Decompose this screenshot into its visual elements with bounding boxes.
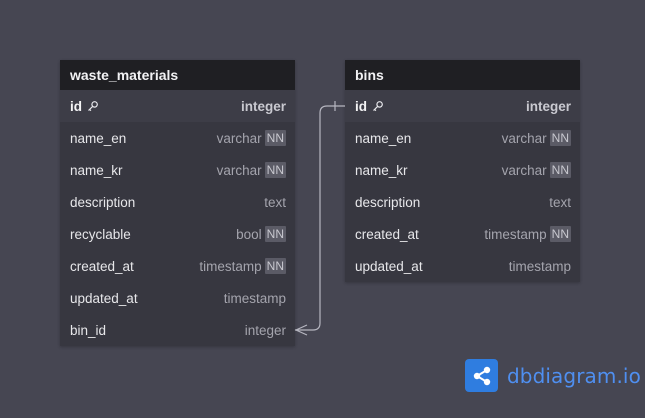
field-row-id[interactable]: id integer [60,90,295,122]
field-name: bin_id [70,322,107,338]
primary-key-icon [372,100,384,112]
not-null-badge: NN [549,226,571,242]
brand-logo[interactable]: dbdiagram.io [465,359,641,392]
field-name: created_at [70,258,134,274]
table-bins[interactable]: bins id integer name_en varchar NN name_… [345,60,580,282]
field-type: timestamp [199,258,262,274]
field-name: updated_at [70,290,138,306]
field-type: text [549,194,571,210]
field-name: description [70,194,136,210]
field-type: varchar [216,162,262,178]
field-type: varchar [501,162,547,178]
not-null-badge: NN [264,226,286,242]
not-null-badge: NN [264,162,286,178]
field-type: text [264,194,286,210]
field-row-name-en[interactable]: name_en varchar NN [60,122,295,154]
field-row-updated-at[interactable]: updated_at timestamp [60,282,295,314]
share-nodes-icon [465,359,498,392]
field-type: timestamp [508,258,571,274]
primary-key-icon [87,100,99,112]
field-row-created-at[interactable]: created_at timestamp NN [345,218,580,250]
field-row-description[interactable]: description text [60,186,295,218]
field-name: id [70,98,82,114]
field-type: bool [236,226,262,242]
field-name: created_at [355,226,419,242]
field-name: name_kr [355,162,408,178]
field-row-description[interactable]: description text [345,186,580,218]
table-waste-materials[interactable]: waste_materials id integer name_en varch… [60,60,295,346]
field-row-bin-id[interactable]: bin_id integer [60,314,295,346]
field-name: name_kr [70,162,123,178]
field-type: timestamp [484,226,547,242]
field-row-recyclable[interactable]: recyclable bool NN [60,218,295,250]
field-name: name_en [355,130,412,146]
not-null-badge: NN [264,130,286,146]
field-type: varchar [216,130,262,146]
not-null-badge: NN [264,258,286,274]
field-row-updated-at[interactable]: updated_at timestamp [345,250,580,282]
brand-name: dbdiagram.io [507,363,641,388]
field-type: timestamp [223,290,286,306]
many-marker [294,324,308,336]
field-row-name-kr[interactable]: name_kr varchar NN [60,154,295,186]
field-type: integer [240,98,286,114]
field-type: varchar [501,130,547,146]
field-type: integer [244,322,286,338]
field-row-name-kr[interactable]: name_kr varchar NN [345,154,580,186]
field-name: id [355,98,367,114]
not-null-badge: NN [549,130,571,146]
field-name: name_en [70,130,127,146]
field-name: recyclable [70,226,131,242]
field-row-name-en[interactable]: name_en varchar NN [345,122,580,154]
field-row-id[interactable]: id integer [345,90,580,122]
field-name: description [355,194,421,210]
field-row-created-at[interactable]: created_at timestamp NN [60,250,295,282]
field-name: updated_at [355,258,423,274]
table-header-waste-materials[interactable]: waste_materials [60,60,295,90]
not-null-badge: NN [549,162,571,178]
field-type: integer [525,98,571,114]
table-header-bins[interactable]: bins [345,60,580,90]
